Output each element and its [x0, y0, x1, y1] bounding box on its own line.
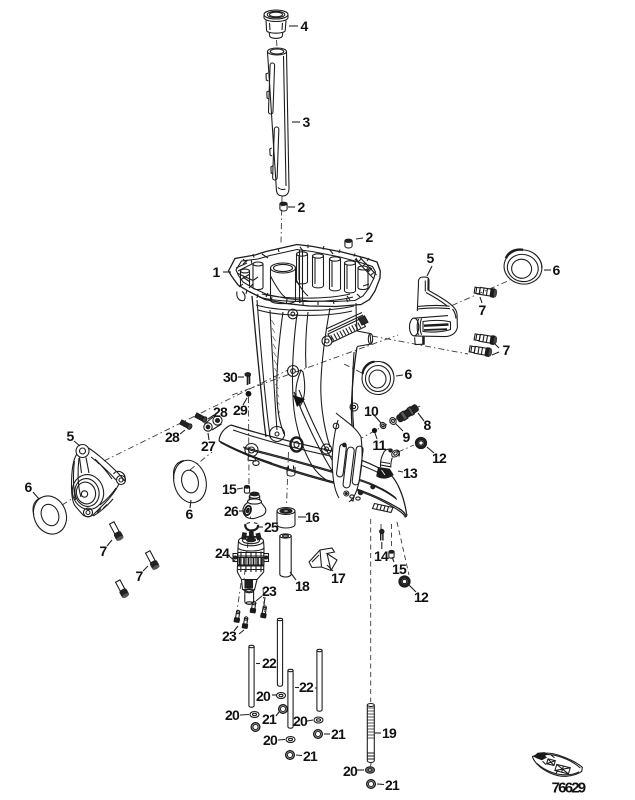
svg-text:21: 21	[303, 748, 318, 764]
svg-text:20: 20	[293, 713, 308, 729]
svg-text:8: 8	[424, 417, 432, 433]
svg-text:20: 20	[263, 732, 278, 748]
svg-text:5: 5	[67, 428, 75, 444]
svg-text:20: 20	[256, 688, 271, 704]
svg-text:7: 7	[479, 302, 487, 318]
svg-text:1: 1	[213, 264, 221, 280]
svg-text:23: 23	[262, 583, 277, 599]
svg-text:29: 29	[233, 402, 248, 418]
svg-text:30: 30	[223, 369, 238, 385]
svg-text:2: 2	[366, 229, 374, 245]
svg-text:76629: 76629	[552, 780, 586, 797]
svg-text:27: 27	[201, 438, 216, 454]
svg-text:17: 17	[331, 570, 346, 586]
svg-text:14: 14	[374, 548, 389, 564]
svg-text:22: 22	[299, 679, 314, 695]
svg-text:21: 21	[262, 711, 277, 727]
svg-text:4: 4	[301, 18, 309, 34]
svg-text:16: 16	[305, 509, 320, 525]
svg-text:10: 10	[364, 403, 379, 419]
svg-text:12: 12	[432, 450, 447, 466]
svg-text:25: 25	[264, 519, 279, 535]
svg-text:3: 3	[303, 114, 311, 130]
svg-text:23: 23	[222, 628, 237, 644]
svg-text:19: 19	[382, 725, 397, 741]
svg-text:13: 13	[403, 465, 418, 481]
svg-text:6: 6	[186, 506, 194, 522]
svg-text:20: 20	[225, 707, 240, 723]
svg-text:24: 24	[215, 545, 230, 561]
svg-text:12: 12	[414, 589, 429, 605]
svg-text:6: 6	[553, 262, 561, 278]
svg-text:28: 28	[213, 404, 228, 420]
svg-text:20: 20	[343, 763, 358, 779]
svg-text:28: 28	[165, 429, 180, 445]
svg-text:5: 5	[427, 250, 435, 266]
svg-text:7: 7	[136, 568, 144, 584]
svg-text:15: 15	[392, 561, 407, 577]
svg-text:11: 11	[372, 437, 386, 453]
svg-text:22: 22	[262, 655, 277, 671]
svg-text:7: 7	[503, 342, 511, 358]
svg-text:15: 15	[222, 481, 237, 497]
svg-text:2: 2	[298, 199, 306, 215]
svg-text:7: 7	[100, 543, 108, 559]
svg-text:6: 6	[25, 479, 33, 495]
svg-text:9: 9	[403, 429, 411, 445]
svg-text:18: 18	[295, 578, 310, 594]
svg-text:26: 26	[224, 503, 239, 519]
svg-text:6: 6	[405, 366, 413, 382]
svg-text:21: 21	[331, 726, 346, 742]
svg-text:21: 21	[385, 777, 400, 793]
